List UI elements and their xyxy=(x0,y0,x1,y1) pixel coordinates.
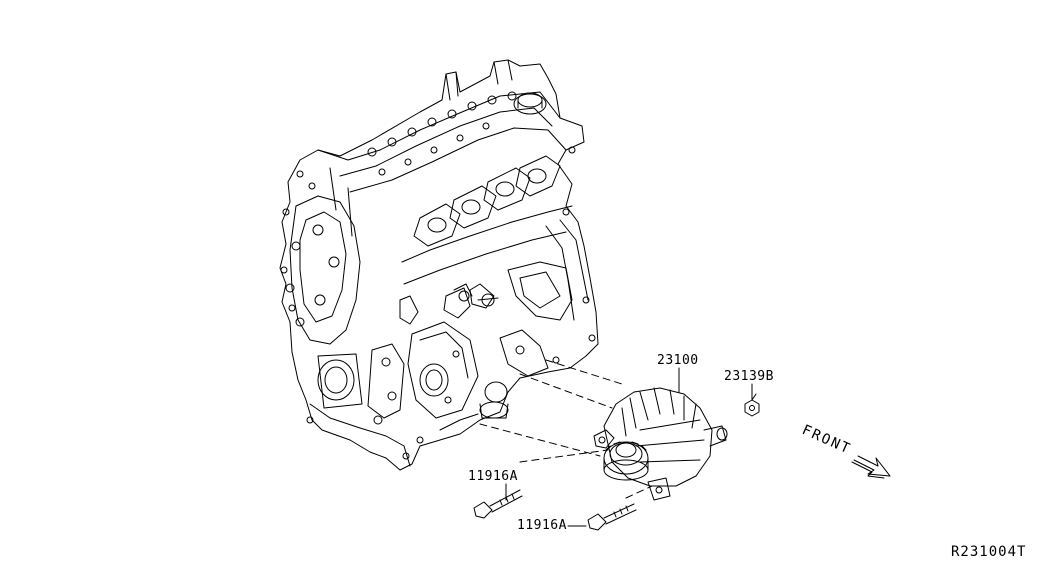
part-label-nut[interactable]: 23139B xyxy=(724,369,774,384)
alternator-drawing xyxy=(594,388,727,500)
front-arrow-icon xyxy=(852,456,890,478)
part-label-alternator[interactable]: 23100 xyxy=(657,353,699,368)
diagram-reference-number: R231004T xyxy=(951,544,1027,560)
label-leaders xyxy=(506,368,752,526)
bolt-drawing xyxy=(474,490,636,530)
part-label-bolt-upper[interactable]: 11916A xyxy=(468,469,518,484)
part-label-bolt-lower[interactable]: 11916A xyxy=(517,518,567,533)
engine-drawing xyxy=(280,60,598,470)
assembly-leader-lines xyxy=(480,360,652,498)
